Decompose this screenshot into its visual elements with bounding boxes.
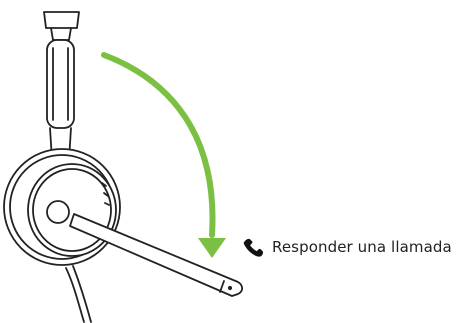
ear-cup-rim: [32, 168, 112, 252]
rotation-arrow: [101, 52, 216, 238]
boom-mic-dot: [227, 285, 233, 291]
ear-cup-housing: [27, 163, 117, 257]
caption-text: Responder una llamada: [272, 238, 452, 256]
headset-illustration: [3, 11, 244, 323]
rotation-arrowhead: [198, 238, 226, 258]
ear-cup-button: [46, 200, 70, 224]
headband-neck: [50, 27, 72, 41]
headband-cap: [43, 11, 80, 29]
boom-mic-tip-line: [219, 280, 225, 293]
answer-call-caption: Responder una llamada: [240, 234, 452, 260]
side-button-ticks: [101, 182, 110, 206]
headset-cable: [65, 265, 92, 323]
boom-arm: [69, 213, 244, 297]
phone-handset-icon: [243, 238, 264, 257]
headband-slider: [46, 39, 75, 129]
